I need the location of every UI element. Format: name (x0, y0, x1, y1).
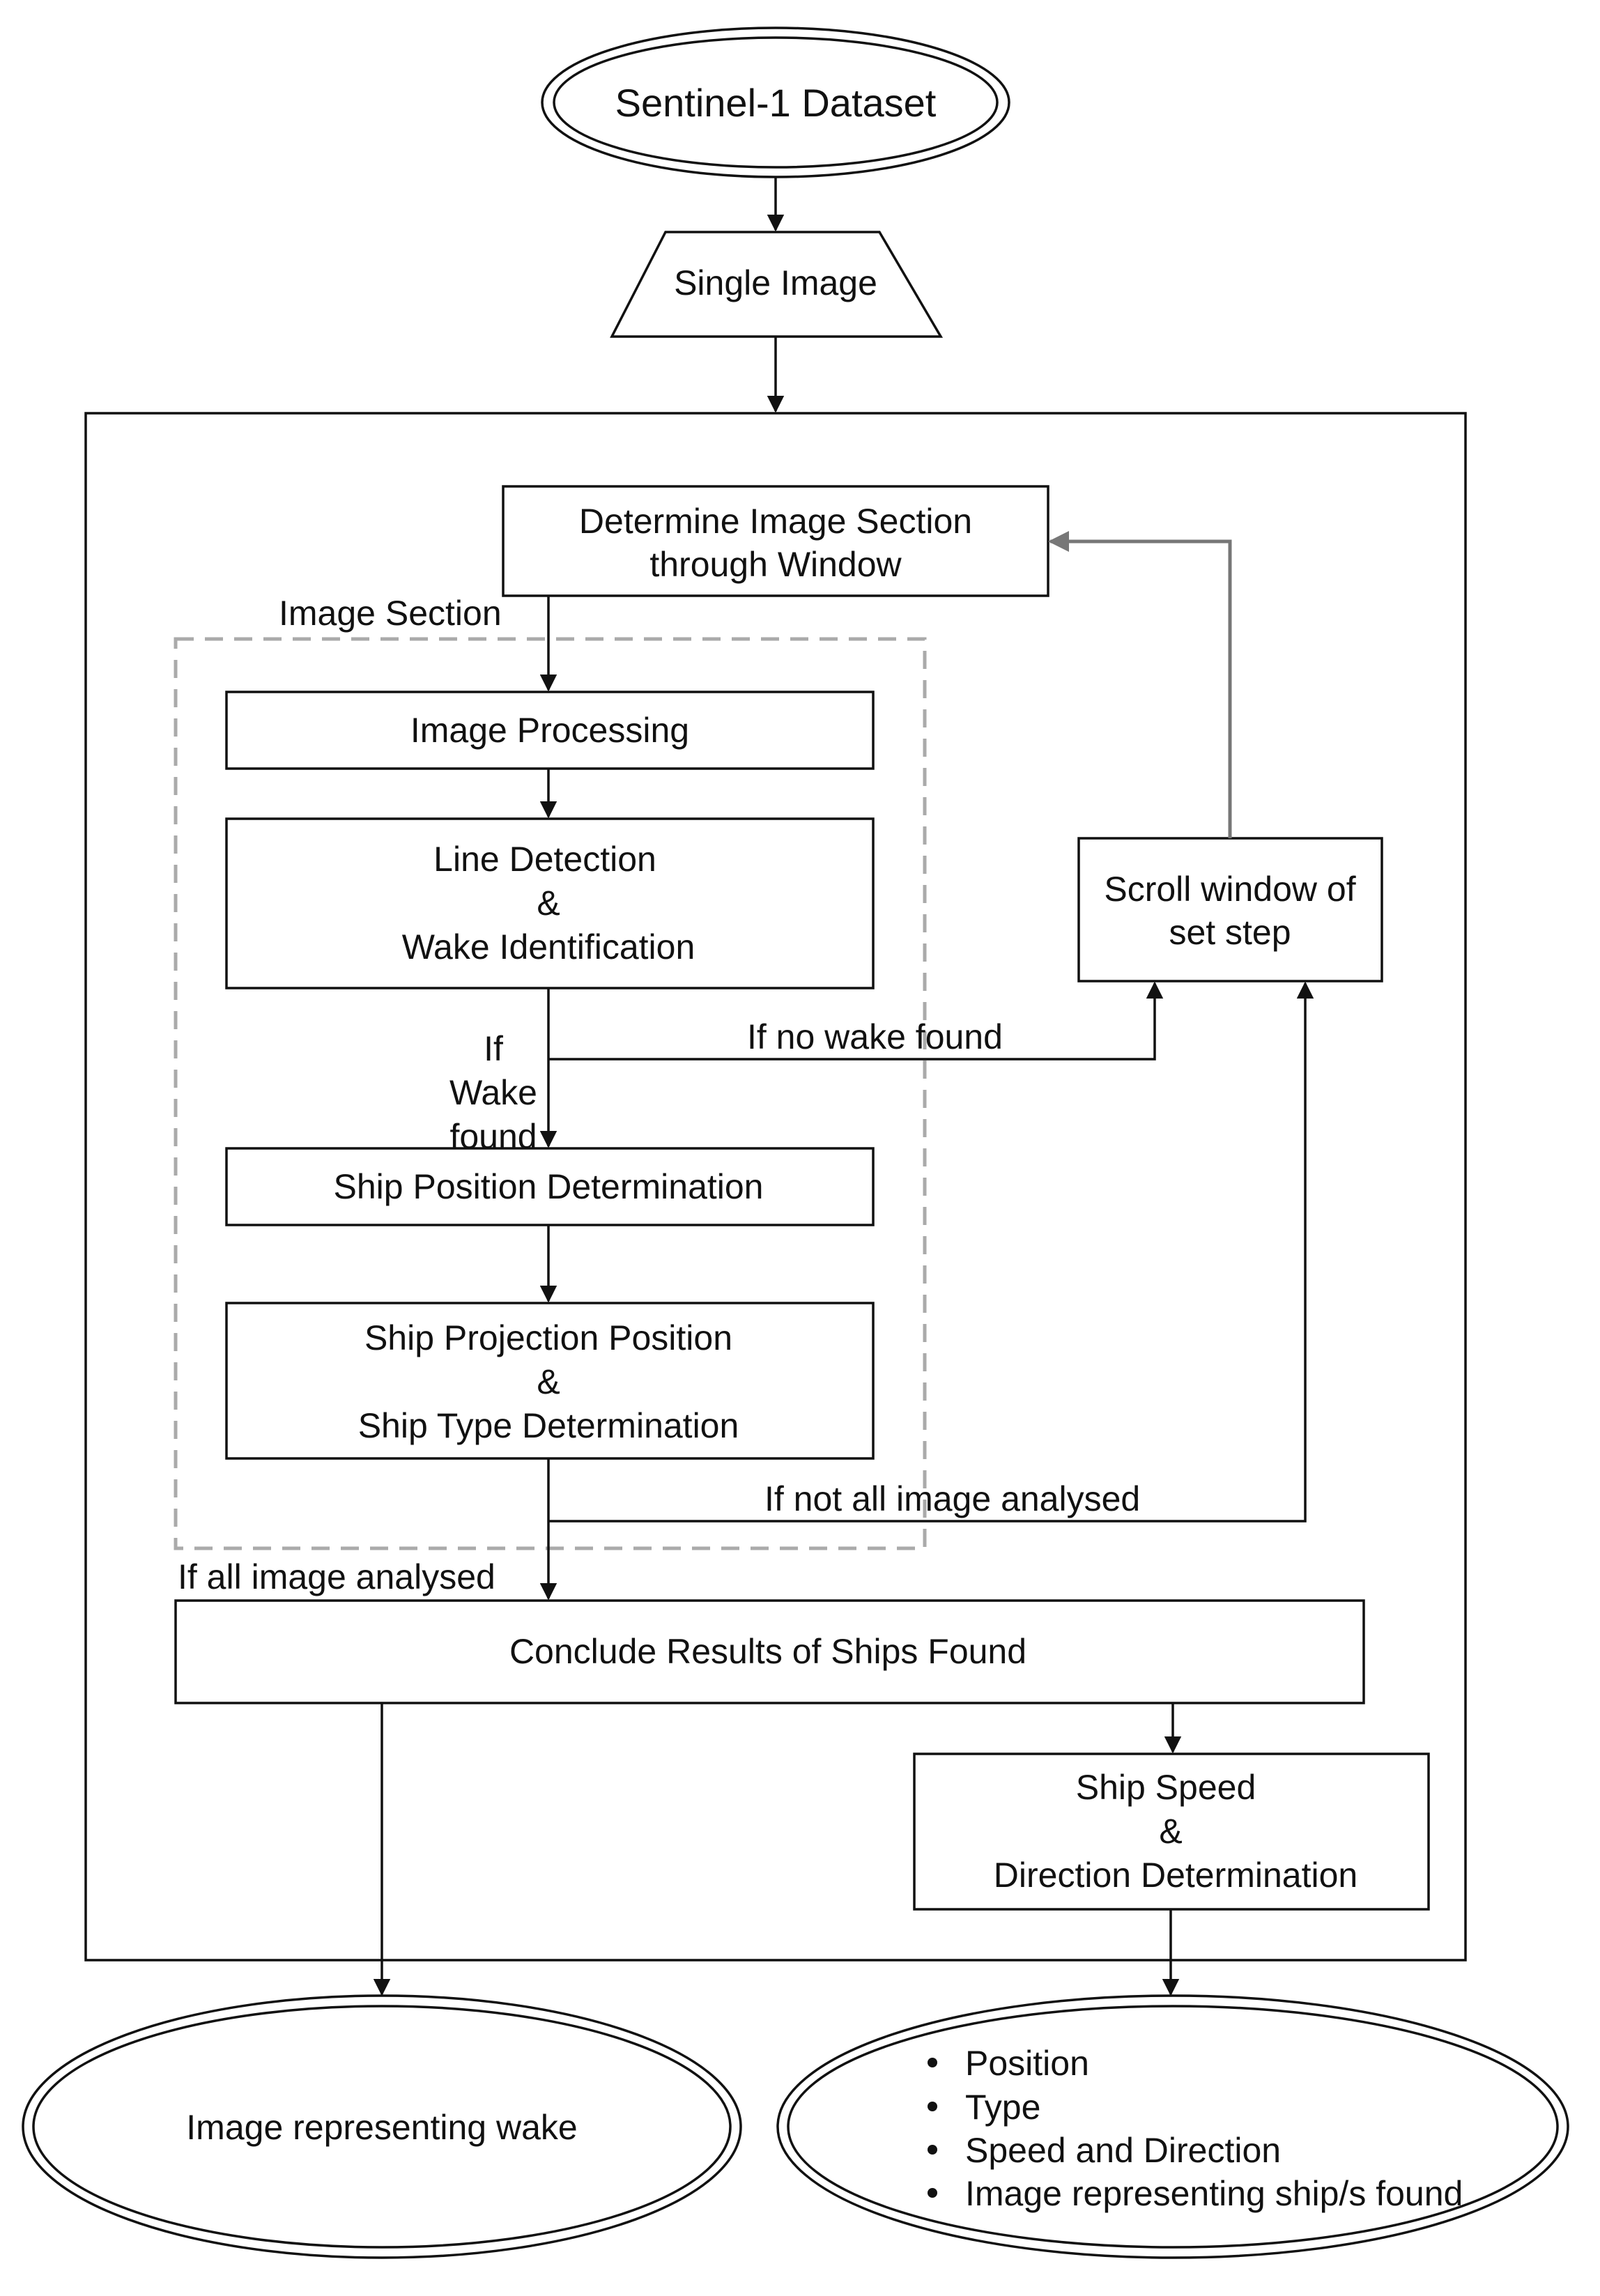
edge-label-wake-found-line1: If (484, 1029, 503, 1068)
output-results-node: Position Type Speed and Direction Image … (776, 1994, 1569, 2259)
edge-no-wake-to-scroll (548, 981, 1164, 1061)
image-processing-node: Image Processing (225, 691, 875, 770)
start-node-label: Sentinel-1 Dataset (615, 81, 937, 125)
ship-projection-line3: Ship Type Determination (358, 1406, 739, 1445)
bullet-icon (928, 2058, 937, 2067)
image-section-region (174, 637, 927, 1550)
output-wake-node: Image representing wake (22, 1994, 742, 2259)
output-item-type: Type (965, 2088, 1040, 2127)
bullet-icon (928, 2145, 937, 2155)
determine-section-line1: Determine Image Section (579, 502, 972, 541)
ship-projection-node: Ship Projection Position & Ship Type Det… (225, 1302, 875, 1460)
output-item-image: Image representing ship/s found (965, 2174, 1463, 2213)
edge-label-no-wake: If no wake found (747, 1017, 1003, 1056)
bullet-icon (928, 2188, 937, 2198)
scroll-window-line2: set step (1169, 913, 1291, 952)
determine-section-line2: through Window (649, 545, 902, 584)
line-detection-line2: & (537, 884, 560, 923)
edge-not-all-to-scroll (548, 981, 1314, 1523)
line-detection-line1: Line Detection (433, 840, 656, 879)
ship-speed-node: Ship Speed & Direction Determination (913, 1752, 1430, 1911)
line-detection-node: Line Detection & Wake Identification (225, 817, 875, 989)
start-node: Sentinel-1 Dataset (541, 26, 1010, 178)
ship-position-label: Ship Position Determination (334, 1167, 764, 1206)
processing-container (84, 412, 1467, 1962)
ship-speed-line3: Direction Determination (994, 1856, 1357, 1895)
determine-section-node: Determine Image Section through Window (502, 485, 1049, 597)
edge-label-wake-found-line2: Wake (449, 1073, 537, 1112)
conclude-node: Conclude Results of Ships Found (174, 1599, 1365, 1704)
edge-scroll-to-section (1048, 531, 1232, 838)
edge-label-all: If all image analysed (178, 1557, 495, 1596)
image-section-label: Image Section (279, 594, 502, 633)
single-image-node: Single Image (610, 231, 944, 338)
conclude-label: Conclude Results of Ships Found (509, 1632, 1026, 1671)
output-item-position: Position (965, 2044, 1089, 2083)
ship-speed-line2: & (1159, 1812, 1182, 1851)
ship-projection-line2: & (537, 1362, 560, 1401)
ship-position-node: Ship Position Determination (225, 1147, 875, 1226)
edge-label-not-all: If not all image analysed (764, 1479, 1140, 1518)
ship-speed-line1: Ship Speed (1076, 1768, 1256, 1807)
output-wake-label: Image representing wake (186, 2108, 577, 2147)
edge-label-wake-found-line3: found (449, 1117, 537, 1156)
scroll-window-node: Scroll window of set step (1077, 837, 1383, 983)
line-detection-line3: Wake Identification (402, 927, 695, 966)
single-image-label: Single Image (674, 263, 877, 302)
ship-projection-line1: Ship Projection Position (364, 1318, 732, 1357)
image-processing-label: Image Processing (410, 711, 689, 750)
scroll-window-line1: Scroll window of (1104, 870, 1355, 909)
output-item-speed-direction: Speed and Direction (965, 2131, 1281, 2170)
bullet-icon (928, 2102, 937, 2111)
